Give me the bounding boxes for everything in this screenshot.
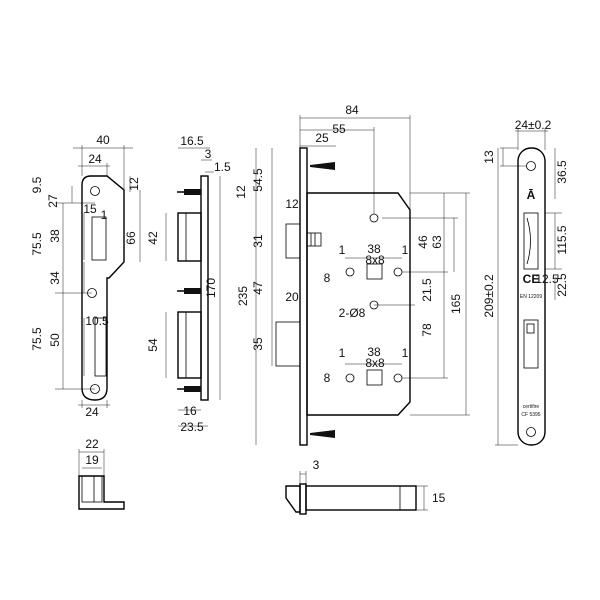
faceplate-logo: Ā (527, 188, 536, 202)
dim-lock-top-12: 12 (234, 185, 248, 199)
dim-lock-hub-upper-1b: 1 (402, 243, 409, 257)
dim-keeper-23-5: 23.5 (180, 420, 204, 434)
keeper-side-view: 16.5 3 1.5 42 170 54 16 23.5 (146, 134, 231, 434)
strike-plate-outline (81, 175, 125, 401)
dim-strike-span-upper: 75.5 (30, 232, 44, 256)
dim-strike-15: 15 (83, 202, 97, 216)
dim-lock-63: 63 (430, 235, 444, 249)
dim-strike-window-height: 66 (124, 231, 138, 245)
faceplate-screw-bottom (526, 427, 536, 437)
dim-lock-84: 84 (345, 103, 359, 117)
keeper-box-upper (177, 212, 202, 262)
dim-keeper-16-5: 16.5 (180, 134, 204, 148)
lock-hole-top (369, 213, 379, 223)
dim-lock-54-5: 54.5 (251, 168, 265, 192)
dim-lock-hub-lower-1a: 1 (339, 346, 346, 360)
dim-strike-lip-height: 12 (127, 177, 141, 191)
dim-latch-bolt-3: 3 (313, 458, 320, 472)
dim-strike-box-19: 19 (85, 453, 99, 467)
dim-strike-width-top: 40 (96, 133, 110, 147)
dim-strike-10-5: 10.5 (85, 314, 109, 328)
dim-strike-34: 34 (48, 271, 62, 285)
lock-screw-top (310, 162, 335, 170)
dim-faceplate-36-5: 36.5 (555, 160, 569, 184)
dim-keeper-16: 16 (183, 404, 197, 418)
dim-lock-78: 78 (420, 323, 434, 337)
dim-faceplate-width: 24±0.2 (515, 118, 552, 132)
strike-box-outline (78, 475, 125, 510)
faceplate-front: Ā CE EN 12209 certifire CF 5395 24±0.2 1… (482, 118, 569, 446)
lock-body: 84 55 25 12 54.5 12 31 46 63 1 38 1 8x8 … (234, 103, 470, 446)
dim-lock-165: 165 (449, 294, 463, 314)
dim-faceplate-115-5: 115.5 (555, 225, 569, 254)
dim-strike-1: 1 (101, 208, 108, 222)
faceplate-cert-text: certifire (523, 404, 540, 410)
faceplate-outline (517, 147, 546, 446)
dim-strike-span-lower: 75.5 (30, 327, 44, 351)
faceplate-standard: EN 12209 (520, 294, 542, 300)
strike-latch-window (91, 216, 107, 261)
dim-keeper-42: 42 (146, 231, 160, 245)
faceplate-bolt-window (523, 319, 539, 369)
dim-lock-hub-lower-square: 8x8 (365, 356, 385, 370)
dim-strike-window-lower: 50 (48, 333, 62, 347)
dim-strike-27: 27 (46, 194, 60, 208)
dim-strike-width-mid: 24 (88, 152, 102, 166)
dim-keeper-170: 170 (204, 278, 218, 298)
dim-keeper-1-5: 1.5 (214, 160, 231, 174)
dim-lock-bolt-20: 20 (285, 290, 299, 304)
lock-bolt (275, 321, 301, 367)
faceplate-screw-top (526, 161, 536, 171)
dim-lock-55: 55 (332, 122, 346, 136)
faceplate-cert-code: CF 5395 (521, 412, 540, 418)
latch-bolt-plate (299, 483, 307, 515)
faceplate-latch-window (523, 212, 539, 270)
dim-lock-46: 46 (416, 235, 430, 249)
dim-lock-25: 25 (315, 131, 329, 145)
dim-lock-hub-lower-38: 38 (367, 345, 381, 359)
dim-lock-21-5: 21.5 (420, 278, 434, 302)
latch-bolt-body (305, 485, 417, 511)
dim-faceplate-22-5: 22.5 (555, 273, 569, 297)
dim-keeper-54: 54 (146, 338, 160, 352)
dim-strike-box-22: 22 (85, 437, 99, 451)
faceplate-ce-mark: CE (523, 272, 540, 286)
dim-lock-47: 47 (251, 281, 265, 295)
dim-lock-hub-upper-1a: 1 (339, 243, 346, 257)
keeper-box-lower (177, 311, 202, 379)
dim-lock-31: 31 (251, 234, 265, 248)
strike-box: 22 19 (78, 437, 125, 510)
dim-lock-hub-upper-38: 38 (367, 242, 381, 256)
latch-bolt: 3 15 (285, 458, 446, 515)
dim-latch-bolt-15: 15 (432, 491, 446, 505)
dim-lock-hub-lower-8: 8 (324, 371, 331, 385)
dim-lock-hub-lower-1b: 1 (402, 346, 409, 360)
dim-lock-35: 35 (251, 337, 265, 351)
dim-lock-hub-upper-8: 8 (324, 271, 331, 285)
lock-latch-follower (306, 232, 322, 247)
strike-screw-hole-top (90, 186, 100, 196)
lock-upper-spindle-square (366, 263, 383, 280)
latch-bolt-lip (285, 485, 301, 513)
dim-strike-window-upper: 38 (48, 229, 62, 243)
dim-strike-lip-top: 9.5 (30, 176, 44, 193)
strike-bolt-window (94, 317, 107, 377)
strike-plate: 40 24 9.5 12 27 15 1 75.5 38 66 34 75.5 … (30, 133, 141, 419)
lock-faceplate-edge (299, 147, 308, 446)
dim-strike-width-bottom: 24 (85, 405, 99, 419)
dim-lock-hub-upper-square: 8x8 (365, 253, 385, 267)
lock-screw-bottom (310, 430, 335, 438)
dim-lock-latch-12: 12 (285, 197, 299, 211)
dim-faceplate-12-5: 12.5 (535, 272, 559, 286)
dim-lock-screw-holes: 2-Ø8 (339, 306, 366, 320)
dim-keeper-3: 3 (205, 147, 212, 161)
lock-latch (285, 223, 301, 259)
lock-case-outline (306, 192, 411, 416)
lock-lower-spindle-square (366, 369, 383, 386)
dim-lock-235: 235 (236, 286, 250, 306)
dim-faceplate-13: 13 (482, 150, 496, 164)
dim-faceplate-length: 209±0.2 (482, 274, 496, 318)
